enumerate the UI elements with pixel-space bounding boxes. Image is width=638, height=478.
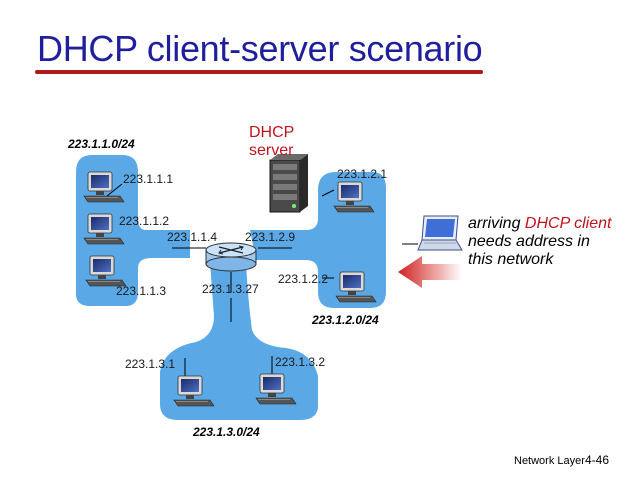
addr-223-1-1-1: 223.1.1.1 bbox=[123, 172, 174, 186]
dhcp-server-label: DHCP server bbox=[249, 124, 294, 160]
addr-223-1-1-4: 223.1.1.4 bbox=[167, 230, 218, 244]
addr-223-1-3-1: 223.1.3.1 bbox=[125, 357, 176, 371]
slide-title: DHCP client-server scenario bbox=[37, 28, 483, 69]
addr-223-1-2-9: 223.1.2.9 bbox=[245, 230, 296, 244]
addr-223-1-2-1: 223.1.2.1 bbox=[337, 167, 388, 181]
addr-223-1-1-2: 223.1.1.2 bbox=[119, 214, 170, 228]
client-note: arriving DHCP client needs address in th… bbox=[468, 215, 618, 269]
title-underline bbox=[35, 70, 483, 74]
dhcp-server-label-line2: server bbox=[249, 142, 294, 159]
dhcp-server-icon bbox=[269, 154, 308, 213]
addr-223-1-2-2: 223.1.2.2 bbox=[278, 272, 329, 286]
arrival-arrow-icon bbox=[398, 256, 462, 288]
subnet-label-1: 223.1.1.0/24 bbox=[68, 137, 135, 151]
router-icon bbox=[205, 242, 257, 272]
footer-text: Network Layer bbox=[514, 455, 585, 467]
client-note-dhcp-client: DHCP client bbox=[524, 215, 612, 232]
page-number: 4-46 bbox=[585, 453, 610, 467]
subnet-label-2: 223.1.2.0/24 bbox=[312, 313, 379, 327]
client-note-part1: arriving bbox=[468, 215, 525, 232]
dhcp-server-label-line1: DHCP bbox=[249, 124, 295, 141]
subnet-label-3: 223.1.3.0/24 bbox=[193, 425, 260, 439]
addr-223-1-3-2: 223.1.3.2 bbox=[275, 355, 326, 369]
addr-223-1-3-27: 223.1.3.27 bbox=[202, 282, 259, 296]
links bbox=[106, 183, 418, 376]
addr-223-1-1-3: 223.1.1.3 bbox=[116, 284, 167, 298]
client-note-part3: needs address in this network bbox=[468, 233, 590, 268]
laptop-client-icon bbox=[417, 215, 463, 251]
